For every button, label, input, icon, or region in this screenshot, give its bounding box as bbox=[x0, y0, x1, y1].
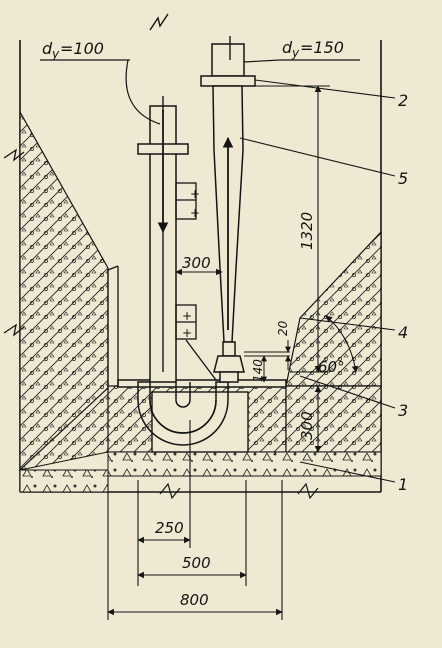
svg-text:y: y bbox=[51, 47, 60, 61]
angle-arc bbox=[325, 315, 359, 373]
dy-right-leader bbox=[243, 59, 281, 63]
support-ladder bbox=[175, 182, 197, 340]
dim-250-label: 250 bbox=[155, 519, 184, 537]
dim-small-lines bbox=[244, 340, 291, 383]
dy-right-label: d y =150 bbox=[282, 38, 344, 60]
dim-300-horiz-label: 300 bbox=[182, 254, 211, 272]
dim-20-label: 20 bbox=[276, 320, 290, 336]
dim-1320-label: 1320 bbox=[298, 212, 316, 250]
svg-text:=100: =100 bbox=[60, 39, 104, 58]
dim-800-label: 800 bbox=[180, 591, 209, 609]
left-wall bbox=[107, 265, 119, 390]
dim-1320-lines bbox=[255, 85, 330, 373]
bottom-dim-lines bbox=[107, 420, 283, 620]
break-symbol-left-lower bbox=[3, 323, 25, 337]
dim-500-label: 500 bbox=[182, 554, 211, 572]
callout-5: 5 bbox=[398, 169, 408, 188]
plus-mark: + bbox=[182, 309, 192, 323]
diagonal-brace bbox=[185, 339, 217, 381]
dim-140-label: 140 bbox=[251, 359, 265, 382]
svg-text:d: d bbox=[282, 38, 293, 57]
callout-3: 3 bbox=[398, 401, 408, 420]
svg-text:d: d bbox=[42, 39, 53, 58]
angle-label: 60° bbox=[318, 358, 345, 376]
dim-300-vert-label: 300 bbox=[298, 411, 316, 440]
bottom-break-right bbox=[297, 482, 319, 500]
break-symbol-left bbox=[3, 148, 25, 162]
bottom-break-left bbox=[159, 482, 181, 500]
gravel-bed-left bbox=[19, 469, 109, 493]
dy-left-leader bbox=[125, 59, 161, 125]
svg-text:y: y bbox=[291, 46, 300, 60]
callout-4: 4 bbox=[398, 323, 408, 342]
sump-pit bbox=[151, 391, 249, 453]
break-symbol bbox=[149, 13, 169, 31]
callout-1: 1 bbox=[398, 475, 408, 494]
plus-mark: + bbox=[190, 187, 200, 201]
gravel-bed bbox=[107, 451, 382, 477]
callout-2: 2 bbox=[398, 91, 408, 110]
svg-text:=150: =150 bbox=[300, 38, 344, 57]
plus-mark: + bbox=[182, 326, 192, 340]
plus-mark: + bbox=[190, 206, 200, 220]
dim-300-vert-lines bbox=[300, 385, 330, 453]
dy-left-label: d y =100 bbox=[42, 39, 104, 61]
